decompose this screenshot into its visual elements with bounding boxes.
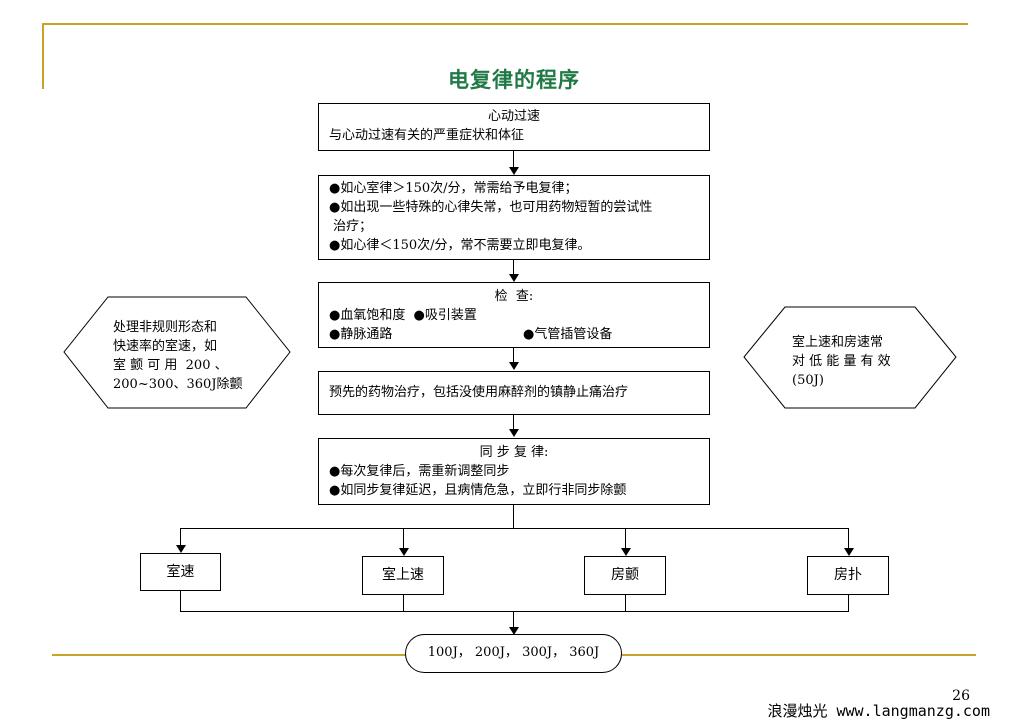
arrow-head bbox=[509, 362, 519, 370]
criteria-line: ●如出现一些特殊的心律失常，也可用药物短暂的尝试性 bbox=[329, 200, 653, 215]
hex-line: (50J) bbox=[792, 373, 824, 388]
right-hexagon bbox=[743, 306, 957, 409]
criteria-box: ●如心室律＞150次/分，常需给予电复律； ●如出现一些特殊的心律失常，也可用药… bbox=[318, 175, 710, 260]
criteria-line: ●如心律＜150次/分，常不需要立即电复律。 bbox=[329, 238, 591, 253]
checks-box: 检 查: ●血氧饱和度 ●吸引装置 ●静脉通路 ●气管插管设备 bbox=[318, 282, 710, 348]
connector bbox=[513, 151, 514, 169]
arrow-head bbox=[399, 548, 409, 556]
arrow-head bbox=[509, 627, 519, 635]
arrow-head bbox=[844, 548, 854, 556]
connector bbox=[625, 595, 626, 612]
hex-line: 200~300、360J除颤 bbox=[113, 377, 243, 392]
energy-oval: 100J， 200J， 300J， 360J bbox=[405, 634, 622, 673]
branch-box-aflutter: 房扑 bbox=[807, 556, 889, 595]
connector bbox=[513, 260, 514, 276]
left-hexagon bbox=[63, 296, 291, 409]
merge-line bbox=[180, 611, 848, 612]
bottom-accent-line-left bbox=[52, 654, 406, 656]
premedication-text: 预先的药物治疗，包括没使用麻醉剂的镇静止痛治疗 bbox=[329, 385, 629, 400]
bottom-accent-line-right bbox=[622, 654, 976, 656]
sync-item: ●每次复律后，需重新调整同步 bbox=[329, 464, 510, 479]
connector bbox=[848, 528, 849, 548]
connector bbox=[513, 348, 514, 364]
hex-line: 快速率的室速，如 bbox=[113, 339, 218, 354]
arrow-head bbox=[176, 545, 186, 553]
left-hex-text: 处理非规则形态和 快速率的室速，如 室 颤 可 用 200 、 200~300、… bbox=[113, 318, 253, 394]
tachycardia-desc: 与心动过速有关的严重症状和体征 bbox=[329, 128, 525, 143]
top-accent-line bbox=[42, 23, 968, 25]
branch-box-vt: 室速 bbox=[140, 553, 221, 591]
checks-heading: 检 查: bbox=[494, 289, 534, 304]
criteria-line: ●如心室律＞150次/分，常需给予电复律； bbox=[329, 181, 578, 196]
premedication-box: 预先的药物治疗，包括没使用麻醉剂的镇静止痛治疗 bbox=[318, 371, 710, 415]
left-accent-line bbox=[42, 23, 44, 89]
connector bbox=[625, 528, 626, 548]
branch-label: 房颤 bbox=[611, 567, 639, 583]
branch-label: 室速 bbox=[166, 564, 195, 580]
page-title: 电复律的程序 bbox=[448, 67, 580, 92]
connector bbox=[848, 595, 849, 612]
connector bbox=[513, 505, 514, 529]
connector bbox=[180, 591, 181, 612]
hex-line: 对 低 能 量 有 效 bbox=[792, 354, 891, 369]
branch-box-af: 房颤 bbox=[584, 556, 666, 595]
connector bbox=[403, 595, 404, 612]
sync-heading: 同 步 复 律: bbox=[479, 445, 549, 460]
checks-row: ●血氧饱和度 ●吸引装置 bbox=[329, 306, 699, 325]
branch-line-top bbox=[180, 528, 848, 529]
tachycardia-heading: 心动过速 bbox=[487, 109, 540, 124]
page-number: 26 bbox=[952, 688, 970, 704]
sync-item: ●如同步复律延迟，且病情危急，立即行非同步除颤 bbox=[329, 483, 627, 498]
check-item: ●血氧饱和度 bbox=[329, 308, 406, 323]
connector bbox=[180, 528, 181, 546]
connector bbox=[513, 611, 514, 627]
check-item: ●静脉通路 bbox=[329, 327, 393, 342]
branch-label: 房扑 bbox=[834, 567, 862, 583]
branch-box-svt: 室上速 bbox=[362, 556, 444, 595]
branch-label: 室上速 bbox=[382, 567, 424, 583]
hex-line: 处理非规则形态和 bbox=[113, 320, 218, 335]
hex-line: 室上速和房速常 bbox=[792, 335, 884, 350]
right-hex-text: 室上速和房速常 对 低 能 量 有 效 (50J) bbox=[792, 333, 922, 390]
tachycardia-box: 心动过速 与心动过速有关的严重症状和体征 bbox=[318, 103, 710, 151]
footer-watermark: 浪漫烛光 www.langmanzg.com bbox=[767, 702, 990, 720]
connector bbox=[513, 415, 514, 431]
hex-line: 室 颤 可 用 200 、 bbox=[113, 358, 228, 373]
criteria-line: 治疗； bbox=[329, 219, 373, 234]
check-item: ●吸引装置 bbox=[413, 308, 477, 323]
checks-row: ●静脉通路 ●气管插管设备 bbox=[329, 325, 699, 344]
arrow-head bbox=[509, 167, 519, 175]
arrow-head bbox=[509, 429, 519, 437]
arrow-head bbox=[621, 548, 631, 556]
check-item: ●气管插管设备 bbox=[523, 327, 613, 342]
sync-cardioversion-box: 同 步 复 律: ●每次复律后，需重新调整同步 ●如同步复律延迟，且病情危急，立… bbox=[318, 438, 710, 505]
arrow-head bbox=[509, 274, 519, 282]
connector bbox=[403, 528, 404, 548]
energy-levels: 100J， 200J， 300J， 360J bbox=[427, 645, 600, 660]
